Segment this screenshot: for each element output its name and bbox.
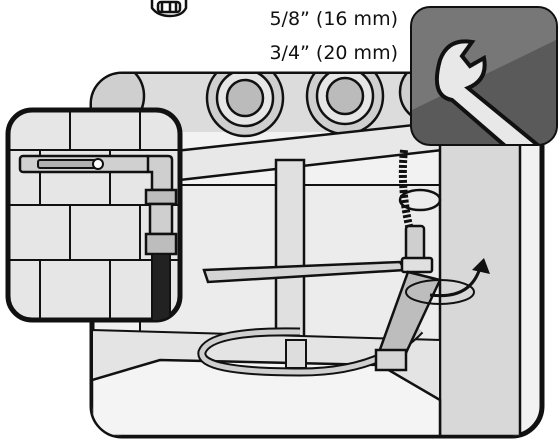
flex-conduit (398, 149, 414, 231)
wrench-tool-panel (410, 6, 558, 146)
wrench-size-secondary: 3/4” (20 mm) (269, 42, 398, 64)
regulator-fitting (374, 224, 442, 372)
grill-cabinet-view (89, 71, 545, 439)
curved-arrow-icon (429, 267, 482, 298)
hose-fitting-icon (150, 0, 188, 18)
detail-inset (5, 107, 183, 323)
wrench-icon (435, 39, 556, 144)
wrench-size-primary: 5/8” (16 mm) (269, 8, 398, 30)
